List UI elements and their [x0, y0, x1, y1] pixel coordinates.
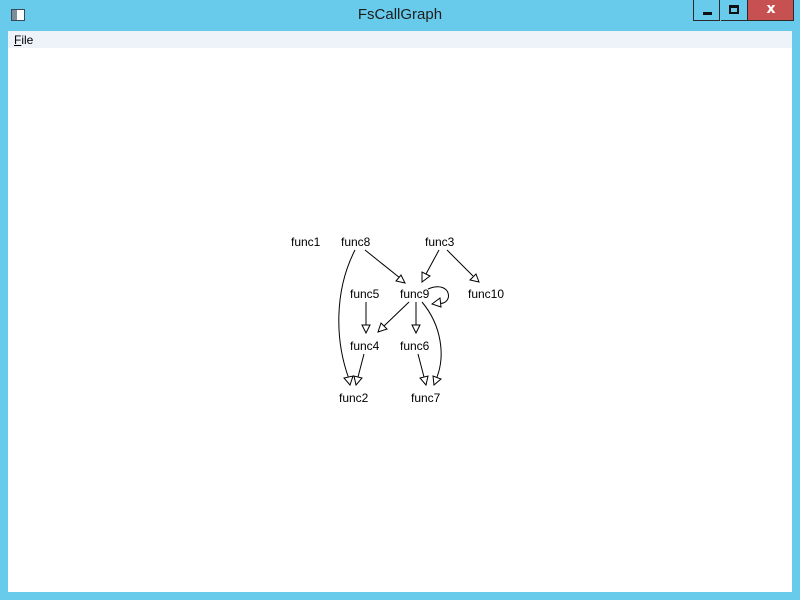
graph-nodes: func1 func8 func3 func5 func9 func10 fun…	[291, 235, 504, 405]
app-window-icon[interactable]	[11, 9, 25, 21]
graph-node-func2: func2	[339, 391, 369, 405]
maximize-button[interactable]	[721, 0, 748, 21]
arrowhead-func5-func4	[361, 324, 371, 335]
minimize-icon	[703, 12, 712, 15]
arrowhead-func8-func9	[395, 274, 406, 284]
menu-file[interactable]: File	[14, 33, 33, 47]
edge-func9-func7	[421, 301, 442, 378]
maximize-icon	[729, 5, 739, 14]
title-bar[interactable]: FsCallGraph x	[0, 0, 800, 31]
arrowhead-func4-func2	[353, 375, 363, 387]
edge-func9-func4	[383, 301, 410, 327]
edge-func4-func2	[357, 353, 365, 378]
graph-node-func10: func10	[468, 287, 504, 301]
arrowhead-func3-func10	[469, 273, 480, 283]
edge-func6-func7	[417, 353, 425, 378]
close-icon: x	[766, 1, 776, 17]
edge-func3-func10	[446, 249, 474, 277]
menu-file-accelerator: F	[14, 33, 22, 47]
arrowhead-func3-func9	[421, 271, 431, 283]
call-graph-canvas: func1 func8 func3 func5 func9 func10 fun…	[291, 235, 504, 405]
arrowhead-func9-func9	[430, 297, 442, 308]
graph-node-func4: func4	[350, 339, 380, 353]
arrowhead-func9-func6	[411, 324, 421, 335]
graph-node-func6: func6	[400, 339, 430, 353]
edge-func8-func2	[338, 249, 356, 380]
window-title: FsCallGraph	[357, 6, 443, 23]
minimize-button[interactable]	[693, 0, 720, 21]
graph-node-func7: func7	[411, 391, 441, 405]
arrowhead-func6-func7	[419, 375, 429, 387]
close-button[interactable]: x	[748, 0, 794, 21]
graph-edges	[338, 249, 480, 387]
menu-bar: File	[8, 31, 792, 48]
graph-node-func3: func3	[425, 235, 455, 249]
graph-node-func9: func9	[400, 287, 430, 301]
graph-node-func8: func8	[341, 235, 371, 249]
client-area: func1 func8 func3 func5 func9 func10 fun…	[8, 31, 792, 592]
edge-func3-func9	[425, 249, 440, 275]
menu-file-label: ile	[21, 33, 34, 47]
graph-node-func1: func1	[291, 235, 321, 249]
arrowhead-func9-func7	[432, 375, 442, 386]
graph-node-func5: func5	[350, 287, 380, 301]
arrowhead-func8-func2	[343, 375, 354, 386]
edge-func9-func9	[427, 286, 449, 304]
arrowhead-func9-func4	[377, 322, 388, 333]
edge-func8-func9	[364, 249, 401, 279]
